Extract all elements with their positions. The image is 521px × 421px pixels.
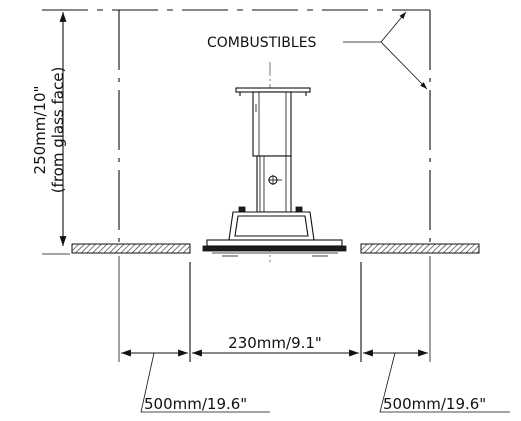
height-sublabel: (from glass face) — [49, 67, 67, 194]
right-clearance-label: 500mm/19.6" — [383, 395, 486, 413]
center-width-label: 230mm/9.1" — [228, 334, 322, 352]
combustibles-arrow-up — [380, 11, 407, 43]
left-clearance-leader — [140, 352, 270, 413]
right-clearance-leader — [379, 352, 510, 413]
height-label: 250mm/10" — [31, 86, 49, 175]
left-clearance-label: 500mm/19.6" — [144, 395, 247, 413]
combustibles-label-bg — [203, 33, 343, 51]
combustibles-label: COMBUSTIBLES — [207, 35, 317, 51]
right-ceiling-slab — [360, 243, 480, 254]
heater-unit — [202, 62, 347, 262]
combustibles-arrow-down — [380, 41, 428, 90]
left-ceiling-slab — [71, 243, 191, 254]
